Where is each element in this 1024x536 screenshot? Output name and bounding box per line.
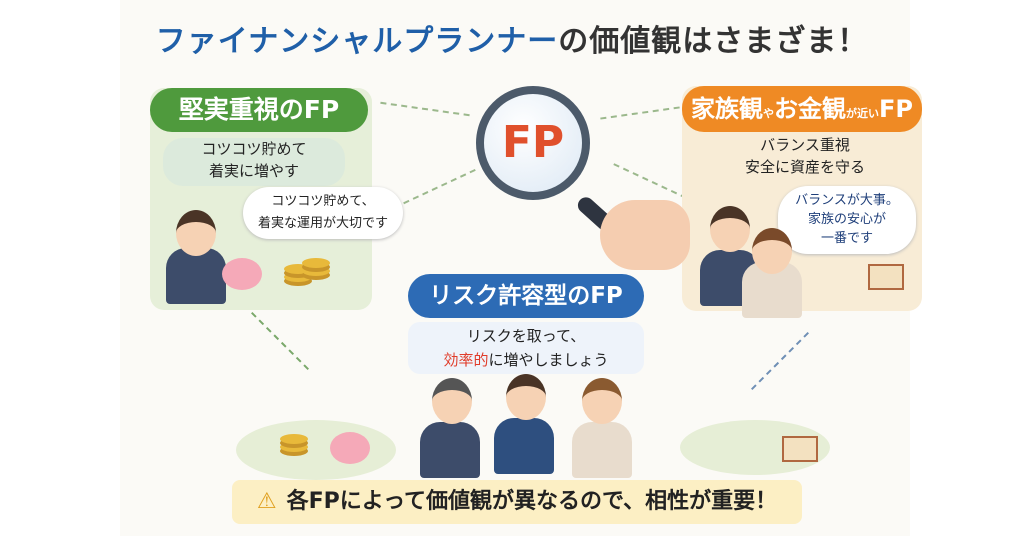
coin-stack-icon	[284, 264, 312, 274]
center-summary-line: リスクを取って、	[466, 327, 586, 345]
title-highlight: ファイナンシャルプランナー	[155, 24, 559, 59]
title-rest: の価値観はさまざま！	[558, 24, 869, 59]
footer-text: 各FPによって価値観が異なるので、相性が重要！	[286, 489, 778, 514]
highlight-text: 効率的	[443, 351, 489, 369]
center-summary: リスクを取って、効率的に増やしましょう	[408, 322, 644, 374]
speech-line: バランスが大事。	[795, 193, 899, 208]
advisor-illustration	[166, 248, 226, 304]
advisor-face	[176, 210, 216, 256]
left-summary-line: コツコツ貯めて	[201, 140, 307, 158]
advisor-face	[432, 378, 472, 424]
right-summary-line: 安全に資産を守る	[744, 158, 865, 176]
center-panel-header: リスク許容型のFP	[408, 274, 644, 318]
header-part: お金観	[774, 95, 846, 123]
piggy-bank-icon	[330, 432, 370, 464]
speech-line: 家族の安心が	[807, 212, 886, 227]
husband-face	[710, 206, 750, 252]
header-part: FP	[879, 95, 913, 123]
advisor-illustration	[572, 422, 632, 478]
left-summary: コツコツ貯めて着実に増やす	[163, 138, 345, 186]
right-summary-line: バランス重視	[760, 136, 850, 154]
house-icon	[782, 436, 818, 462]
center-summary-line: に増やしましょう	[488, 351, 609, 369]
page-title: ファイナンシャルプランナーの価値観はさまざま！	[0, 16, 1024, 60]
left-panel-header: 堅実重視のFP	[150, 88, 368, 132]
warning-icon: ⚠	[256, 489, 277, 514]
savings-illustration	[236, 420, 396, 480]
house-icon	[868, 264, 904, 290]
magnifying-glass-icon: FP	[476, 86, 590, 200]
coin-stack-icon	[280, 434, 308, 444]
speech-line: 一番です	[820, 231, 873, 246]
left-summary-line: 着実に増やす	[208, 162, 299, 180]
header-part: 家族観	[691, 95, 763, 123]
speech-line: 着実な運用が大切です	[257, 216, 388, 231]
right-summary: バランス重視安全に資産を守る	[700, 134, 910, 178]
right-panel-header: 家族観やお金観が近いFP	[682, 86, 922, 132]
advisor-face	[582, 378, 622, 424]
header-part: が近い	[846, 107, 879, 120]
left-speech-bubble: コツコツ貯めて、着実な運用が大切です	[243, 187, 403, 239]
footer-banner: ⚠ 各FPによって価値観が異なるので、相性が重要！	[232, 480, 802, 524]
wife-face	[752, 228, 792, 274]
speech-line: コツコツ貯めて、	[271, 194, 375, 209]
header-part: や	[763, 107, 774, 120]
piggy-bank-icon	[222, 258, 262, 290]
coin-stack-icon	[302, 258, 330, 268]
right-speech-bubble: バランスが大事。家族の安心が一番です	[778, 186, 916, 254]
advisor-face	[506, 374, 546, 420]
advisor-illustration	[494, 418, 554, 474]
fp-label: FP	[501, 117, 565, 168]
advisor-illustration	[420, 422, 480, 478]
hand-illustration	[600, 200, 690, 270]
